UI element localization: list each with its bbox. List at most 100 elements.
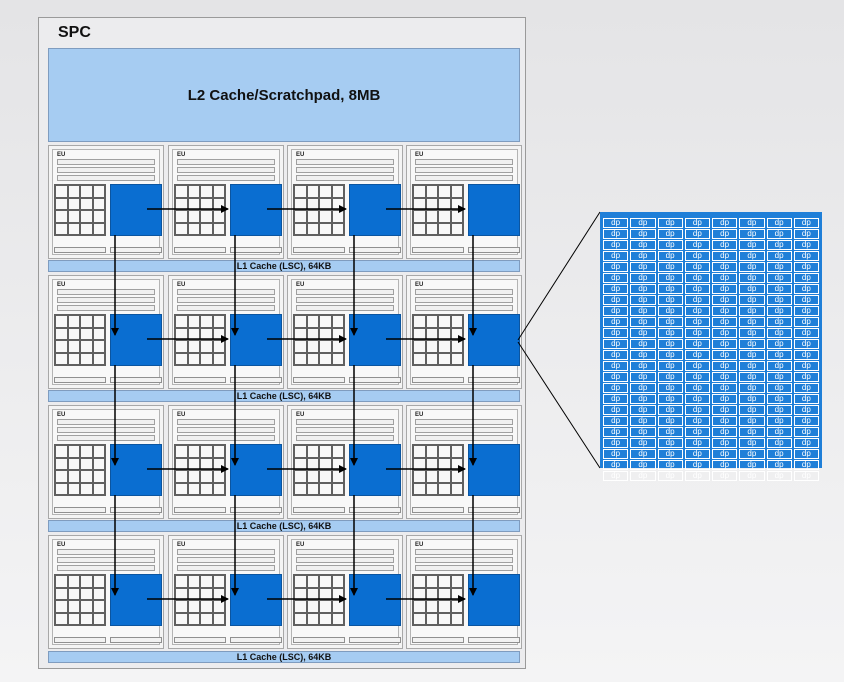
dp-cell: dp (630, 228, 656, 239)
dp-cell: dp (766, 217, 792, 228)
dp-cell: dp (657, 261, 683, 272)
dp-cell: dp (630, 316, 656, 327)
dp-cell: dp (684, 470, 710, 481)
dp-cell: dp (630, 327, 656, 338)
dp-cell: dp (657, 338, 683, 349)
eu-pipeline-bar (296, 435, 394, 441)
eu-pipeline-bar (177, 289, 275, 295)
dp-cell: dp (793, 217, 819, 228)
dp-cell: dp (603, 272, 629, 283)
eu-footer-bar (54, 637, 106, 643)
dp-cell: dp (657, 360, 683, 371)
dp-cell: dp (712, 272, 738, 283)
eu-pipeline-bar (177, 549, 275, 555)
eu-label: EU (296, 542, 305, 548)
dp-cell: dp (630, 338, 656, 349)
eu-pipeline-bar (57, 419, 155, 425)
dp-cell: dp (739, 327, 765, 338)
l1-cache-bar: L1 Cache (LSC), 64KB (48, 390, 520, 402)
dp-cell: dp (739, 283, 765, 294)
dp-cell: dp (739, 382, 765, 393)
eu-footer-bar (293, 637, 345, 643)
eu-footer-bar (110, 637, 162, 643)
dp-cell: dp (630, 459, 656, 470)
dp-cell: dp (630, 371, 656, 382)
eu-footer-bar (174, 637, 226, 643)
dp-cell: dp (657, 294, 683, 305)
eu-inner: EU (291, 279, 399, 385)
dp-cell: dp (766, 459, 792, 470)
dp-cell: dp (712, 261, 738, 272)
dp-cell: dp (603, 316, 629, 327)
dp-cell: dp (793, 283, 819, 294)
eu-inner: EU (52, 409, 160, 515)
eu-label: EU (57, 412, 66, 418)
matrix-unit (230, 314, 282, 366)
dp-cell: dp (630, 217, 656, 228)
eu-block: EU (48, 535, 164, 649)
eu-block: EU (168, 535, 284, 649)
eu-pipeline-bar (296, 297, 394, 303)
dp-cell: dp (793, 371, 819, 382)
eu-block: EU (48, 275, 164, 389)
dp-cell: dp (630, 404, 656, 415)
dp-cell: dp (684, 382, 710, 393)
dp-cell: dp (630, 294, 656, 305)
dp-cell: dp (739, 272, 765, 283)
matrix-unit (230, 574, 282, 626)
dp-cell: dp (630, 272, 656, 283)
matrix-unit (468, 314, 520, 366)
dp-cell: dp (657, 437, 683, 448)
dp-cell: dp (739, 305, 765, 316)
dp-cell: dp (712, 217, 738, 228)
dp-cell: dp (766, 404, 792, 415)
dp-cell: dp (739, 349, 765, 360)
dp-cell: dp (603, 382, 629, 393)
eu-inner: EU (52, 539, 160, 645)
dp-cell: dp (766, 360, 792, 371)
dp-cell: dp (684, 404, 710, 415)
matrix-unit (110, 574, 162, 626)
eu-block: EU (168, 275, 284, 389)
dp-cell: dp (766, 371, 792, 382)
eu-pipeline-bar (296, 289, 394, 295)
dp-cell: dp (739, 217, 765, 228)
eu-footer-bar (54, 247, 106, 253)
dp-cell: dp (657, 382, 683, 393)
dp-cell: dp (603, 250, 629, 261)
eu-footer-bar (230, 377, 282, 383)
eu-pipeline-bar (296, 305, 394, 311)
dp-cell: dp (684, 426, 710, 437)
dp-cell: dp (603, 338, 629, 349)
register-file (54, 444, 106, 496)
eu-footer-bar (293, 507, 345, 513)
dp-cell: dp (712, 327, 738, 338)
eu-inner: EU (291, 409, 399, 515)
dp-cell: dp (712, 239, 738, 250)
dp-cell: dp (739, 404, 765, 415)
dp-cell: dp (684, 360, 710, 371)
dp-cell: dp (657, 305, 683, 316)
eu-pipeline-bar (177, 159, 275, 165)
dp-cell: dp (712, 228, 738, 239)
eu-pipeline-bar (57, 549, 155, 555)
dp-cell: dp (630, 239, 656, 250)
eu-inner: EU (410, 149, 518, 255)
eu-footer-bar (412, 247, 464, 253)
eu-pipeline-bar (296, 159, 394, 165)
dp-cell: dp (684, 448, 710, 459)
spc-title: SPC (58, 24, 91, 41)
dp-cell: dp (793, 426, 819, 437)
eu-footer-bar (468, 247, 520, 253)
dp-cell: dp (793, 294, 819, 305)
dp-cell: dp (657, 426, 683, 437)
dp-cell: dp (766, 448, 792, 459)
eu-pipeline-bar (177, 557, 275, 563)
dp-cell: dp (603, 393, 629, 404)
dp-cell: dp (657, 349, 683, 360)
eu-pipeline-bar (415, 175, 513, 181)
eu-pipeline-bar (57, 305, 155, 311)
dp-cell: dp (766, 261, 792, 272)
matrix-unit (349, 184, 401, 236)
